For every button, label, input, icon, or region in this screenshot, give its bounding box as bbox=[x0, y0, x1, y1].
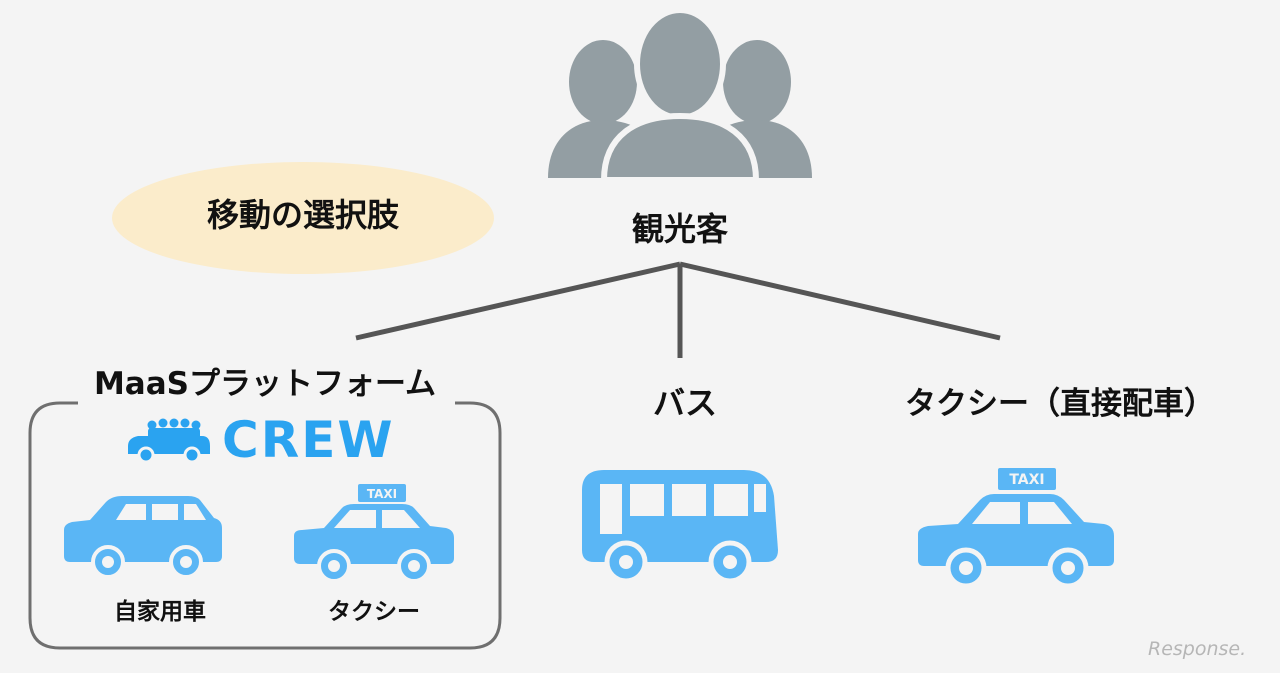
connector-taxi bbox=[679, 261, 1001, 341]
private-car-label: 自家用車 bbox=[114, 599, 206, 625]
taxi-small-label: タクシー bbox=[328, 599, 420, 625]
options-bubble bbox=[112, 162, 494, 274]
tourist-label: 観光客 bbox=[631, 210, 728, 248]
options-bubble-text: 移動の選択肢 bbox=[206, 196, 399, 234]
crew-brand-text: CREW bbox=[222, 411, 395, 469]
taxi-small-sign-text: TAXI bbox=[367, 487, 397, 501]
response-watermark: Response. bbox=[1148, 638, 1247, 660]
taxi-direct-label: タクシー（直接配車） bbox=[905, 386, 1215, 422]
maas-platform-label: MaaSプラットフォーム bbox=[93, 366, 437, 402]
taxi-large-sign-text: TAXI bbox=[1009, 472, 1044, 488]
bus-label: バス bbox=[652, 384, 717, 422]
connector-maas bbox=[355, 261, 681, 341]
